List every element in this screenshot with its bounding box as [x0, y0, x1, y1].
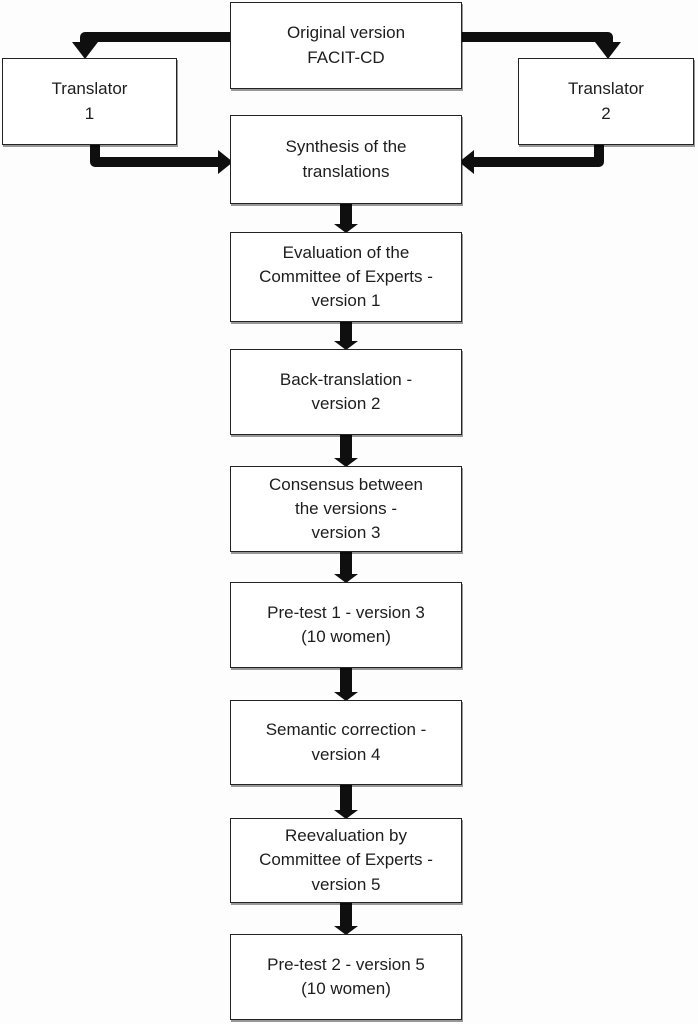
- node-label: Evaluation of the Committee of Experts -…: [259, 242, 433, 311]
- arrow-line: [80, 32, 232, 44]
- node-translator-1: Translator 1: [2, 58, 177, 145]
- arrow-original-to-translator-1: [72, 32, 232, 59]
- node-pretest-1-v3: Pre-test 1 - version 3 (10 women): [230, 582, 462, 668]
- connector-synthesis-to-evaluation: [334, 202, 358, 233]
- node-label: Translator 1: [51, 79, 128, 123]
- arrow-translator-2-to-synthesis: [459, 143, 604, 174]
- arrow-right-head: [218, 150, 233, 174]
- node-label: Pre-test 1 - version 3 (10 women): [267, 602, 425, 646]
- node-translator-2: Translator 2: [518, 58, 694, 145]
- node-back-translation-v2: Back-translation - version 2: [230, 349, 462, 435]
- arrow-line: [90, 143, 220, 167]
- node-evaluation-committee-v1: Evaluation of the Committee of Experts -…: [230, 232, 462, 322]
- node-label: Reevaluation by Committee of Experts - v…: [259, 826, 433, 894]
- node-label: Translator 2: [568, 79, 644, 123]
- node-original-version: Original version FACIT-CD: [230, 2, 462, 89]
- arrow-line: [460, 32, 613, 44]
- connector-back-translation-to-consensus: [334, 433, 358, 467]
- node-synthesis: Synthesis of the translations: [230, 115, 462, 204]
- node-pretest-2-v5: Pre-test 2 - version 5 (10 women): [230, 934, 462, 1020]
- connector-pretest-1-to-semantic: [334, 666, 358, 701]
- node-semantic-correction-v4: Semantic correction - version 4: [230, 700, 462, 785]
- node-label: Synthesis of the translations: [285, 137, 407, 181]
- node-consensus-versions-v3: Consensus between the versions - version…: [230, 466, 462, 552]
- connector-evaluation-to-back-translation: [334, 320, 358, 350]
- arrow-translator-1-to-synthesis: [90, 143, 233, 174]
- connector-reevaluation-to-pretest-2: [334, 901, 358, 935]
- connector-semantic-to-reevaluation: [334, 783, 358, 819]
- arrow-left-head: [459, 150, 474, 174]
- arrow-original-to-translator-2: [460, 32, 621, 59]
- node-label: Back-translation - version 2: [279, 369, 413, 413]
- node-label: Semantic correction - version 4: [265, 720, 427, 764]
- node-label: Consensus between the versions - version…: [268, 474, 424, 543]
- node-label: Original version FACIT-CD: [286, 23, 406, 67]
- connector-consensus-to-pretest-1: [334, 550, 358, 583]
- arrow-down-head: [595, 42, 621, 59]
- arrow-down-head: [72, 42, 98, 59]
- node-reevaluation-committee-v5: Reevaluation by Committee of Experts - v…: [230, 818, 462, 903]
- arrow-line: [472, 143, 604, 167]
- node-label: Pre-test 2 - version 5 (10 women): [267, 954, 425, 998]
